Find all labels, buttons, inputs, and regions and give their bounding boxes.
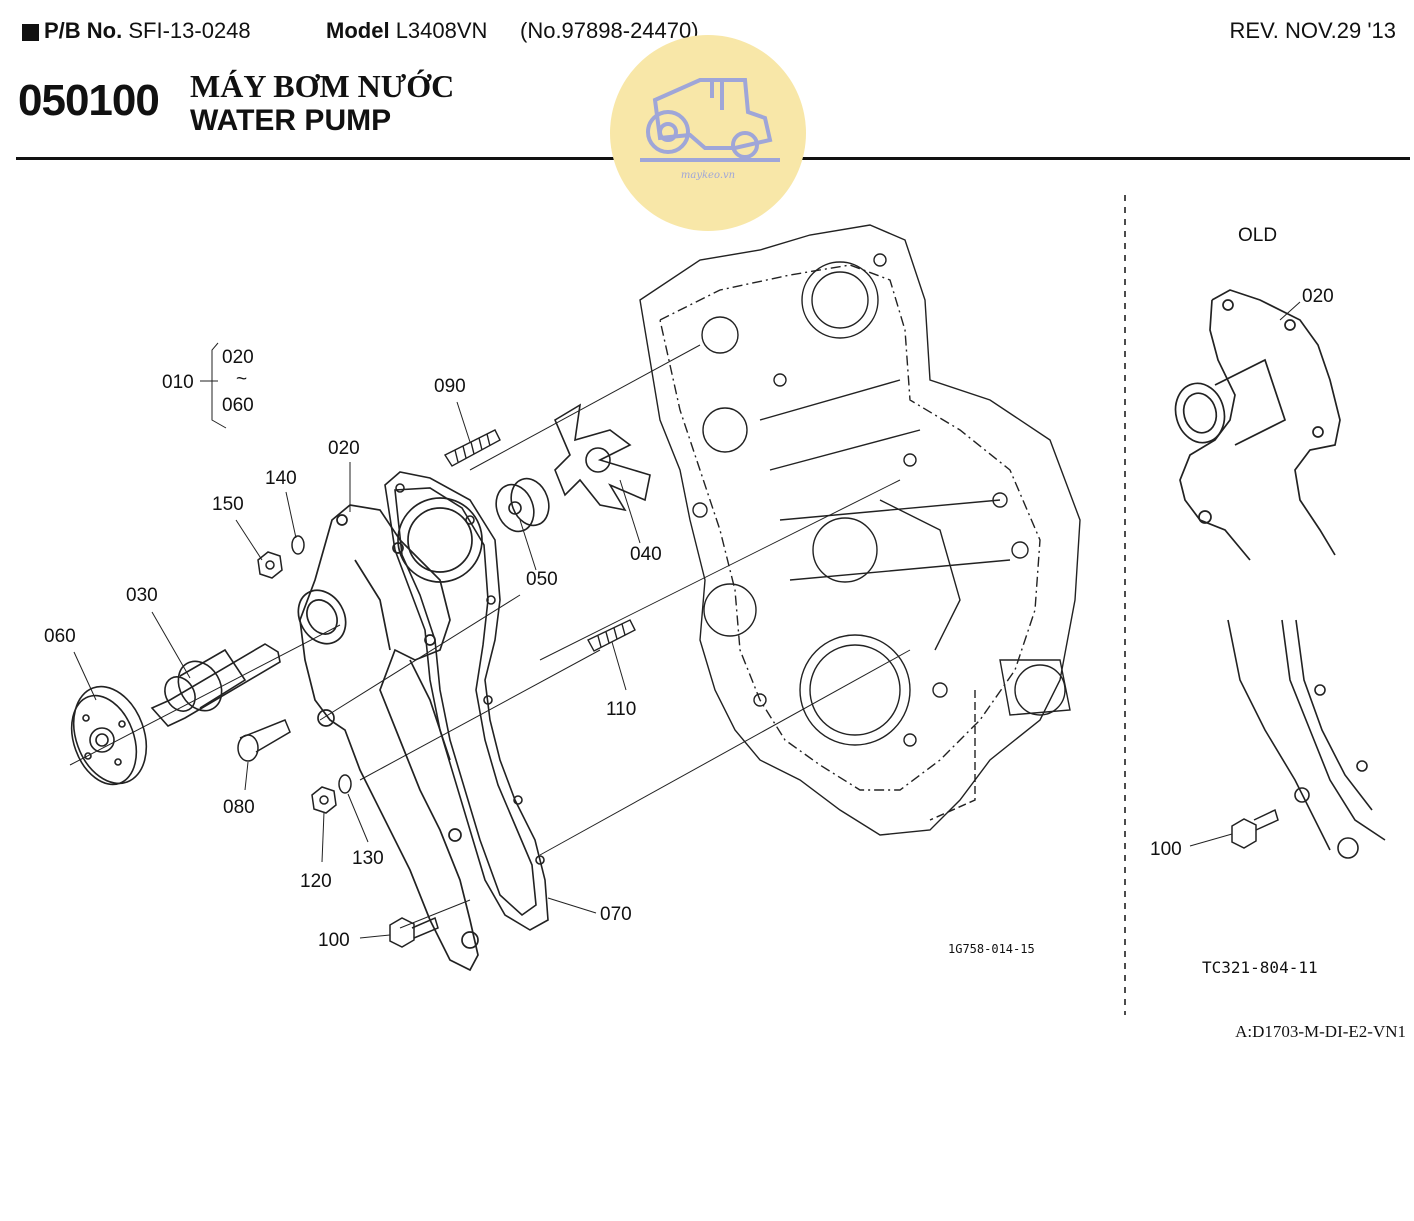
label-110: 110 <box>606 699 636 720</box>
label-040: 040 <box>630 544 662 565</box>
model-label: Model <box>326 18 390 43</box>
part-120-nut <box>311 786 337 814</box>
part-070-gasket <box>384 471 549 931</box>
diagram-code: 1G758-014-15 <box>948 942 1035 956</box>
pb-number: P/B No. SFI-13-0248 <box>44 18 251 44</box>
label-100: 100 <box>318 930 350 951</box>
label-range-tilde: ~ <box>236 369 247 390</box>
label-150: 150 <box>212 494 244 515</box>
label-020: 020 <box>328 438 360 459</box>
pb-label: P/B No. <box>44 18 123 43</box>
label-050: 050 <box>526 569 558 590</box>
part-080-bolt <box>237 719 291 762</box>
part-130-washer <box>338 774 352 794</box>
part-110-stud-bolt <box>587 619 636 652</box>
section-number: 050100 <box>18 76 160 125</box>
label-080: 080 <box>223 797 255 818</box>
watermark-logo: maykeo.vn <box>610 35 806 231</box>
label-140: 140 <box>265 468 297 489</box>
old-inset-code: TC321-804-11 <box>1202 958 1318 977</box>
part-100-bolt <box>389 916 439 948</box>
part-040-impeller <box>553 403 651 512</box>
label-010: 010 <box>162 372 194 393</box>
revision-date: REV. NOV.29 '13 <box>1229 18 1396 43</box>
label-060-range-end: 060 <box>222 395 254 416</box>
section-title-english: WATER PUMP <box>190 104 392 137</box>
part-020-pump-body <box>297 497 483 972</box>
part-labels: 010 020 ~ 060 020 140 150 030 060 090 05… <box>44 347 662 951</box>
model-value: L3408VN <box>395 18 488 43</box>
watermark-text: maykeo.vn <box>681 170 735 181</box>
label-leader-lines <box>73 342 641 939</box>
gear-case-housing <box>639 224 1081 836</box>
old-label-100: 100 <box>1150 839 1182 860</box>
old-bolt-100 <box>1231 808 1279 849</box>
label-020-range-start: 020 <box>222 347 254 368</box>
tractor-icon <box>640 78 780 162</box>
old-pump-body <box>1174 289 1341 561</box>
bullet-square-icon <box>22 24 39 41</box>
section-title-vietnamese: MÁY BƠM NƯỚC <box>190 68 455 104</box>
old-leader-100 <box>1189 833 1233 847</box>
label-090: 090 <box>434 376 466 397</box>
pb-value: SFI-13-0248 <box>128 18 251 43</box>
old-gasket-section <box>1227 619 1386 859</box>
old-version-inset: OLD 020 100 TC321- <box>1150 225 1386 977</box>
model: Model L3408VN <box>326 18 487 44</box>
part-090-stud-bolt <box>443 429 501 467</box>
label-070: 070 <box>600 904 632 925</box>
serial-number: (No.97898-24470) <box>520 18 699 43</box>
old-leader-020 <box>1279 301 1301 321</box>
old-inset-title: OLD <box>1238 225 1277 246</box>
engine-variant-code: A:D1703-M-DI-E2-VN1 <box>1235 1022 1406 1041</box>
part-060-pulley-flange <box>70 685 148 786</box>
label-120: 120 <box>300 871 332 892</box>
part-140-washer <box>291 535 305 555</box>
label-030: 030 <box>126 585 158 606</box>
part-030-bearing-shaft <box>150 643 281 727</box>
label-130: 130 <box>352 848 384 869</box>
old-label-020: 020 <box>1302 286 1334 307</box>
part-150-nut <box>257 551 283 579</box>
label-060: 060 <box>44 626 76 647</box>
